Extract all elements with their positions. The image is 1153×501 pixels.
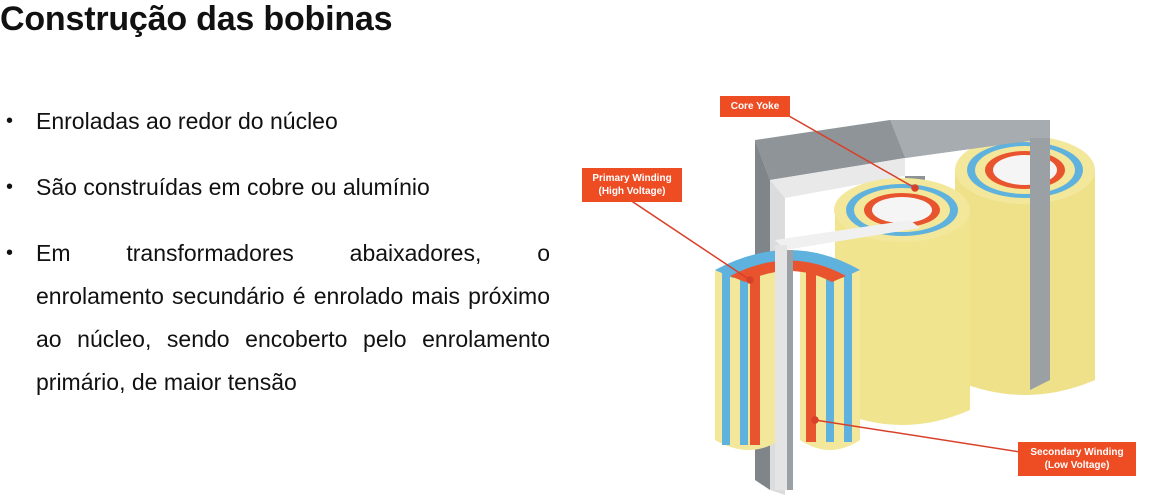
bullet-text-rest: enrolamento secundário é enrolado mais p… xyxy=(36,283,550,395)
bullet-item: • São construídas em cobre ou alumínio xyxy=(0,166,550,209)
transformer-figure: Core Yoke Primary Winding (High Voltage)… xyxy=(570,80,1153,496)
label-core-yoke-text: Core Yoke xyxy=(730,101,780,112)
bullet-text: São construídas em cobre ou alumínio xyxy=(36,174,430,200)
coil-front xyxy=(715,250,860,450)
transformer-illustration xyxy=(629,107,1095,495)
bullet-dot: • xyxy=(6,176,14,198)
bullet-item: • Em transformadores abaixadores, o enro… xyxy=(0,232,550,404)
bullet-dot: • xyxy=(6,110,14,132)
label-primary-line2: (High Voltage) xyxy=(598,186,666,197)
bullet-item: • Enroladas ao redor do núcleo xyxy=(0,100,550,143)
label-primary-line1: Primary Winding xyxy=(592,173,672,184)
label-primary-winding: Primary Winding (High Voltage) xyxy=(582,168,682,202)
bullet-list: • Enroladas ao redor do núcleo • São con… xyxy=(0,100,550,427)
leader-lines xyxy=(629,107,1021,453)
coil-middle xyxy=(834,178,970,425)
bullet-text: Em transformadores abaixadores, o enrola… xyxy=(36,232,550,404)
label-secondary-line2: (Low Voltage) xyxy=(1044,460,1110,471)
bullet-text-line: Em transformadores abaixadores, o xyxy=(36,240,550,266)
bullet-text: Enroladas ao redor do núcleo xyxy=(36,108,338,134)
label-core-yoke: Core Yoke xyxy=(720,96,790,117)
label-secondary-line1: Secondary Winding xyxy=(1030,447,1124,458)
core-front-frame xyxy=(775,220,920,490)
coil-back xyxy=(955,136,1095,395)
label-secondary-winding: Secondary Winding (Low Voltage) xyxy=(1018,442,1136,476)
bullet-dot: • xyxy=(6,242,14,264)
page-title: Construção das bobinas xyxy=(0,0,393,38)
